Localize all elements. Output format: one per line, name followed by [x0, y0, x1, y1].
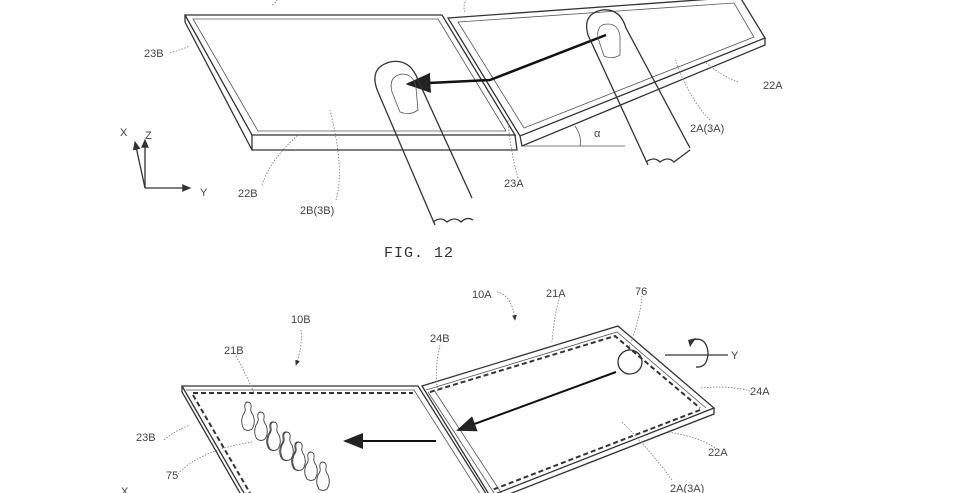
axis-y-label: Y [200, 187, 208, 199]
panel-b-display [183, 14, 518, 151]
drag-arrow [405, 33, 607, 93]
label-75: 75 [166, 470, 178, 482]
axis-x-label-bottom: X [121, 486, 129, 493]
label-alpha: α [594, 128, 601, 140]
label-22A: 22A [763, 80, 783, 92]
panel-a-bowling [421, 325, 716, 493]
panel-b-bowling [180, 385, 487, 493]
fig-bottom: 10A 21A 76 Y 24A 22A 2A(3A) 10B 24B 21B … [121, 286, 770, 493]
bowling-pin [267, 421, 281, 451]
axis-triad-top [132, 138, 192, 192]
leader-lines [169, 0, 739, 201]
label-23B: 23B [144, 48, 164, 60]
rotation-y-axis [665, 338, 728, 368]
bowling-pins [241, 401, 330, 491]
label-22B: 22B [238, 188, 258, 200]
axis-x-label: X [120, 127, 128, 139]
fig-top: 23B 22A 2A(3A) 23A 22B 2B(3B) α X Z Y [120, 0, 783, 226]
label-76: 76 [635, 286, 647, 298]
label-10A: 10A [472, 289, 492, 301]
angle-arc [574, 125, 581, 147]
label-21B: 21B [224, 345, 244, 357]
label-10B: 10B [291, 314, 311, 326]
label-2A3A: 2A(3A) [690, 123, 724, 135]
finger-right [585, 9, 691, 166]
label-22A-bottom: 22A [708, 447, 728, 459]
label-2A3A-bottom: 2A(3A) [670, 483, 704, 493]
label-24A: 24A [750, 386, 770, 398]
bowling-pin [280, 431, 294, 461]
label-23A: 23A [504, 178, 524, 190]
label-24B: 24B [430, 333, 450, 345]
bowling-ball [617, 349, 643, 375]
label-2B3B: 2B(3B) [300, 205, 334, 217]
axis-z-label: Z [145, 130, 152, 142]
ball-arrow [456, 371, 617, 432]
bowling-pin [292, 441, 306, 471]
bowling-pin [316, 461, 330, 491]
figure-caption: FIG. 12 [384, 245, 454, 262]
label-21A: 21A [546, 288, 566, 300]
panel-a-display [446, 0, 766, 147]
label-23B-bottom: 23B [136, 432, 156, 444]
bowling-pin [254, 411, 268, 441]
axis-y-label-bottom: Y [731, 350, 739, 362]
finger-left [374, 60, 474, 226]
bowling-pin [241, 401, 255, 431]
leader-lines-bottom [163, 291, 751, 481]
bowling-pin [304, 451, 318, 481]
